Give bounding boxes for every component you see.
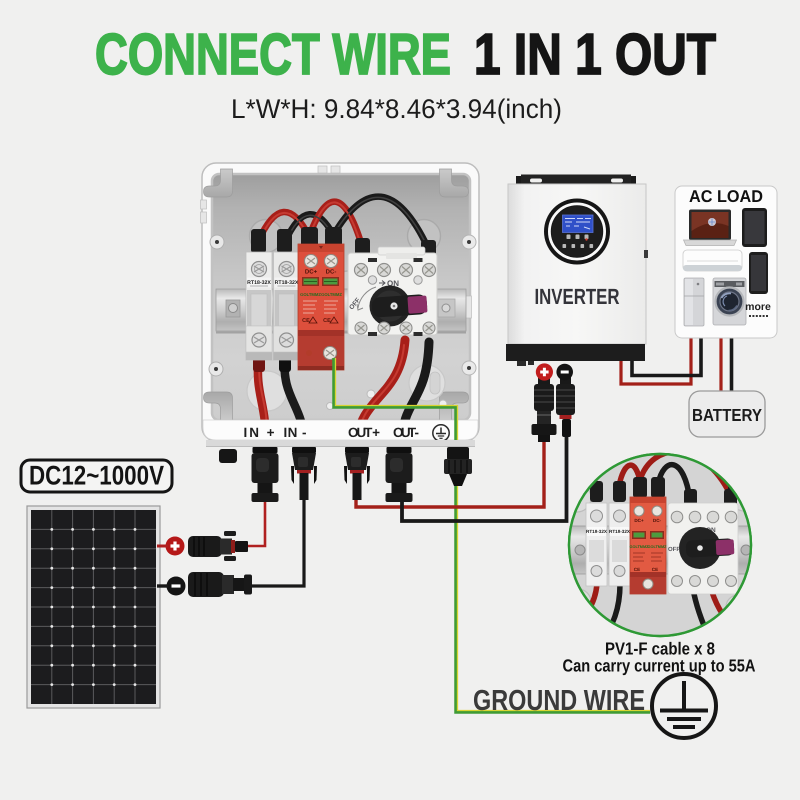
svg-text:GOLTMMZ: GOLTMMZ	[630, 545, 650, 549]
svg-text:RT18-32X: RT18-32X	[275, 280, 299, 286]
svg-text:DC+: DC+	[634, 518, 644, 523]
svg-text:BATTERY: BATTERY	[692, 405, 762, 425]
svg-text:OUT +: OUT +	[348, 425, 380, 440]
svg-text:DC+: DC+	[305, 269, 318, 276]
svg-text:L*W*H: 9.84*8.46*3.94(inch): L*W*H: 9.84*8.46*3.94(inch)	[231, 94, 562, 124]
svg-text:1 IN 1 OUT: 1 IN 1 OUT	[474, 22, 716, 87]
svg-text:DC-: DC-	[653, 518, 662, 523]
svg-text:Can carry current up to 55A: Can carry current up to 55A	[563, 656, 756, 676]
svg-text:GOLTMMZ: GOLTMMZ	[321, 292, 342, 297]
svg-text:CE: CE	[634, 567, 640, 572]
svg-text:OUT -: OUT -	[393, 425, 419, 440]
svg-text:DC-: DC-	[326, 269, 337, 276]
svg-text:CONNECT WIRE: CONNECT WIRE	[95, 22, 451, 87]
svg-text:more: more	[745, 301, 771, 313]
svg-text:CE: CE	[302, 318, 310, 324]
svg-text:INVERTER: INVERTER	[535, 284, 620, 309]
svg-text:GROUND WIRE: GROUND WIRE	[473, 685, 645, 717]
svg-text:RT18-32X: RT18-32X	[247, 280, 271, 286]
svg-text:DC12~1000V: DC12~1000V	[29, 461, 164, 491]
svg-text:GOLTMMZ: GOLTMMZ	[648, 545, 668, 549]
svg-text:OFF: OFF	[668, 546, 680, 553]
svg-text:RT18-32X: RT18-32X	[586, 529, 608, 534]
svg-text:ON: ON	[387, 279, 399, 288]
svg-text:IN -: IN -	[284, 425, 307, 440]
svg-text:PV1-F cable x 8: PV1-F cable x 8	[605, 639, 715, 659]
svg-text:RT18-32X: RT18-32X	[609, 529, 631, 534]
svg-text:AC LOAD: AC LOAD	[689, 187, 763, 206]
svg-text:CE: CE	[652, 567, 658, 572]
svg-text:CE: CE	[323, 318, 331, 324]
svg-text:GOLTMMZ: GOLTMMZ	[300, 292, 321, 297]
